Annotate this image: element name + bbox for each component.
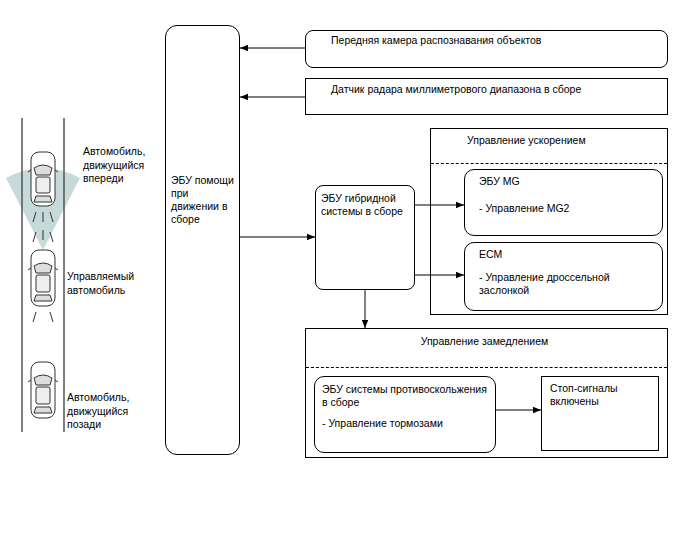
radar-cone <box>6 168 80 250</box>
road-edge <box>21 118 23 432</box>
rear-vehicle-label: Автомобиль, движущийся позади <box>67 391 157 432</box>
signal-arrow <box>240 97 305 98</box>
node-title: Управление ускорением <box>467 134 663 147</box>
node-title: Управление замедлением <box>306 335 663 348</box>
node-title: ЭБУ помощи при движении в сборе <box>171 174 235 227</box>
signal-arrow <box>496 410 541 411</box>
node-title: ЭБУ системы противоскольжения в сборе <box>322 383 491 409</box>
own-car <box>28 250 58 306</box>
node-title: Передняя камера распознавания объектов <box>331 34 663 47</box>
front-car <box>28 152 58 206</box>
stop-lamp-box: Стоп-сигналы включены <box>541 376 659 451</box>
node-title: Датчик радара миллиметрового диапазона в… <box>331 83 663 96</box>
signal-arrow <box>240 48 305 49</box>
own-vehicle-label: Управляемый автомобиль <box>67 270 162 297</box>
brake-ecu-box: ЭБУ системы противоскольжения в сборе - У… <box>314 376 496 453</box>
signal-arrow <box>240 237 315 238</box>
hybrid-ecu-box: ЭБУ гибридной системы в сборе <box>315 185 415 290</box>
deceleration-group: Управление замедлениемЭБУ системы против… <box>305 328 668 458</box>
dashed-divider <box>431 163 667 164</box>
node-title: ЭБУ MG <box>479 175 658 188</box>
node-body: - Управление MG2 <box>479 202 658 215</box>
signal-arrow <box>415 275 464 276</box>
control-ecu-box: ЭБУ помощи при движении в сборе <box>165 25 240 455</box>
node-body: - Управление тормозами <box>322 417 491 430</box>
lead-vehicle-label: Автомобиль, движущийся впереди <box>83 145 173 186</box>
road-edge <box>63 118 65 432</box>
node-title: ECM <box>479 248 658 261</box>
node-title: ЭБУ гибридной системы в сборе <box>321 192 410 218</box>
ecm-box: ECM - Управление дроссельной заслонкой <box>464 242 663 311</box>
node-title: Стоп-сигналы включены <box>550 382 654 408</box>
signal-arrow <box>365 290 366 328</box>
signal-arrow <box>415 205 464 206</box>
dashed-divider <box>306 367 667 368</box>
node-body: - Управление дроссельной заслонкой <box>479 271 658 297</box>
acceleration-group: Управление ускорениемЭБУ MG - Управление … <box>430 128 668 315</box>
radar-box: Датчик радара миллиметрового диапазона в… <box>305 78 668 115</box>
mg-ecu-box: ЭБУ MG - Управление MG2 <box>464 169 663 236</box>
rear-car <box>28 362 58 418</box>
camera-box: Передняя камера распознавания объектов <box>305 30 668 68</box>
